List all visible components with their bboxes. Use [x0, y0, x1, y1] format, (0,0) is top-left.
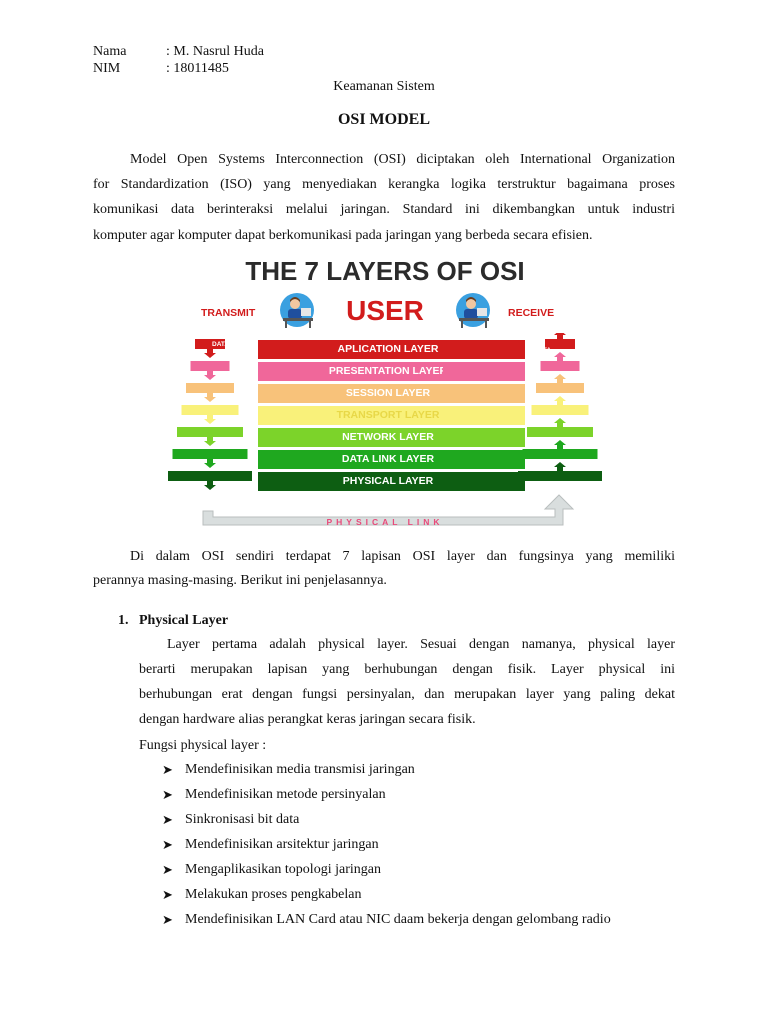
transmit-label: TRANSMIT — [201, 307, 256, 319]
paragraph-line: berhubungan erat dengan fungsi persinyal… — [139, 687, 675, 702]
figure-title: THE 7 LAYERS OF OSI — [245, 256, 525, 286]
down-arrow-block — [177, 427, 243, 446]
nama-label: Nama — [93, 44, 127, 59]
arrowhead-bullet-icon: ➤ — [162, 787, 173, 802]
intro-line: komputer agar komputer dapat berkomunika… — [93, 228, 593, 243]
up-arrow-block — [540, 352, 580, 371]
paragraph-line: dengan hardware alias perangkat keras ja… — [139, 712, 476, 727]
arrowhead-bullet-icon: ➤ — [162, 912, 173, 927]
arrowhead-bullet-icon: ➤ — [162, 762, 173, 777]
up-arrow-block — [527, 418, 593, 437]
nim-value: : 18011485 — [166, 61, 229, 76]
paragraph-line: Di dalam OSI sendiri terdapat 7 lapisan … — [130, 549, 675, 564]
receive-arrows — [518, 333, 602, 481]
paragraph-line: Layer pertama adalah physical layer. Ses… — [167, 637, 675, 652]
physical-link-arrow — [202, 494, 575, 526]
list-item: ➤ Mendefinisikan arsitektur jaringan — [162, 836, 682, 854]
up-arrow-block — [531, 396, 589, 415]
receive-layer-block — [443, 384, 525, 403]
receive-layer-block — [443, 362, 525, 381]
course-name: Keamanan Sistem — [333, 79, 435, 94]
up-arrow-block — [536, 374, 584, 393]
up-arrow-block — [518, 462, 602, 481]
receive-layer-block — [443, 406, 525, 425]
osi-figure: THE 7 LAYERS OF OSI TRANSMIT RECEIVE USE… — [165, 253, 605, 533]
list-item-text: Mengaplikasikan topologi jaringan — [185, 862, 381, 877]
arrowhead-bullet-icon: ➤ — [162, 887, 173, 902]
list-item: ➤ Mendefinisikan LAN Card atau NIC daam b… — [162, 911, 682, 929]
transmit-arrows — [168, 339, 252, 490]
list-item-text: Sinkronisasi bit data — [185, 812, 300, 827]
list-item: ➤ Mengaplikasikan topologi jaringan — [162, 861, 682, 879]
intro-line: Model Open Systems Interconnection (OSI)… — [130, 152, 675, 167]
receive-layer-block — [443, 472, 525, 491]
data-label-left: DATA — [212, 341, 230, 348]
layer-label: NETWORK LAYER — [325, 428, 451, 447]
up-arrow-block — [545, 333, 575, 349]
user-at-computer-icon — [456, 293, 490, 328]
fungsi-label: Fungsi physical layer : — [139, 738, 267, 753]
list-item-text: Melakukan proses pengkabelan — [185, 887, 362, 902]
layer-label-stack: APLICATION LAYER PRESENTATION LAYER SESSIO… — [325, 340, 451, 494]
intro-line: for Standardization (ISO) yang menyediak… — [93, 177, 675, 192]
down-arrow-block — [181, 405, 239, 424]
receive-layer-block — [443, 450, 525, 469]
list-item: ➤ Mendefinisikan media transmisi jaringan — [162, 761, 682, 779]
page-title: OSI MODEL — [337, 111, 430, 128]
intro-line: komunikasi data berinteraksi melalui jar… — [93, 202, 675, 217]
data-label-right: DATA — [534, 347, 552, 354]
nama-value: : M. Nasrul Huda — [166, 44, 264, 59]
list-item-text: Mendefinisikan metode persinyalan — [185, 787, 386, 802]
layer-label: DATA LINK LAYER — [325, 450, 451, 469]
down-arrow-block — [168, 471, 252, 490]
arrowhead-bullet-icon: ➤ — [162, 812, 173, 827]
down-arrow-block — [172, 449, 248, 468]
nim-label: NIM — [93, 61, 121, 76]
user-at-computer-icon — [280, 293, 314, 328]
receive-layer-block — [443, 340, 525, 359]
layer-label: PHYSICAL LAYER — [325, 472, 451, 491]
list-item: ➤ Mendefinisikan metode persinyalan — [162, 786, 682, 804]
down-arrow-block — [186, 383, 234, 402]
layer-label: SESSION LAYER — [325, 384, 451, 403]
physical-layer-paragraph: Layer pertama adalah physical layer. Ses… — [139, 636, 675, 736]
list-item: ➤ Sinkronisasi bit data — [162, 811, 682, 829]
layers-intro-paragraph: Di dalam OSI sendiri terdapat 7 lapisan … — [93, 548, 675, 592]
paragraph-line: berarti merupakan lapisan yang berhubung… — [139, 662, 675, 677]
receive-layer-stack — [443, 340, 525, 494]
paragraph-line: perannya masing-masing. Berikut ini penj… — [93, 573, 387, 588]
list-item-text: Mendefinisikan media transmisi jaringan — [185, 762, 415, 777]
down-arrow-block — [190, 361, 230, 380]
up-arrow-block — [522, 440, 598, 459]
layer-label: PRESENTATION LAYER — [325, 362, 451, 381]
receive-label: RECEIVE — [508, 307, 555, 319]
down-arrow-block — [195, 339, 225, 358]
receive-layer-block — [443, 428, 525, 447]
list-item: ➤ Melakukan proses pengkabelan — [162, 886, 682, 904]
list-item-text: Mendefinisikan arsitektur jaringan — [185, 837, 379, 852]
section-number: 1. — [118, 613, 129, 628]
section-heading: Physical Layer — [139, 613, 229, 628]
arrowhead-bullet-icon: ➤ — [162, 862, 173, 877]
layer-label: APLICATION LAYER — [325, 340, 451, 359]
layer-label: TRANSPORT LAYER — [325, 406, 451, 425]
user-label: USER — [346, 295, 424, 326]
list-item-text: Mendefinisikan LAN Card atau NIC daam be… — [185, 912, 611, 927]
intro-paragraph: Model Open Systems Interconnection (OSI)… — [93, 151, 675, 243]
arrowhead-bullet-icon: ➤ — [162, 837, 173, 852]
physical-link-label: PHYSICAL LINK — [326, 517, 444, 527]
